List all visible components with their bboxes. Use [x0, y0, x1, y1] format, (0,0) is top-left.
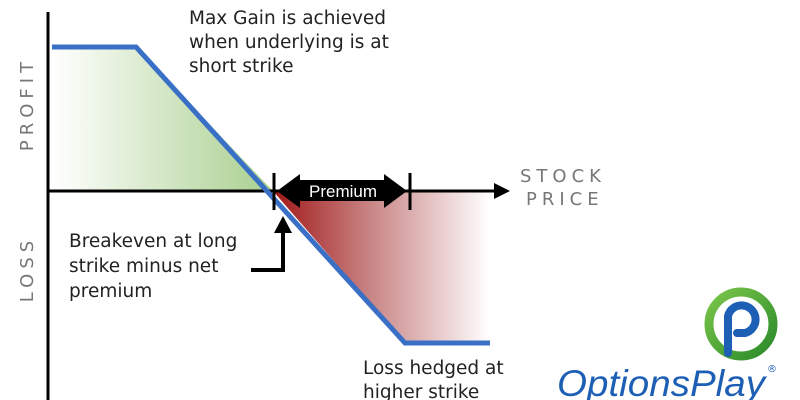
y-axis-profit-label: PROFIT [17, 57, 38, 151]
brand-name: OptionsPlay [557, 363, 768, 400]
loss-line-2: higher strike [363, 382, 479, 400]
breakeven-pointer-arrow [251, 216, 292, 272]
loss-region [273, 191, 490, 343]
breakeven-line-2: strike minus net [69, 256, 218, 277]
premium-indicator: Premium [272, 173, 412, 210]
x-axis-arrowhead [494, 183, 510, 199]
optionsplay-emblem-icon [704, 287, 778, 361]
max-gain-annotation: Max Gain is achieved when underlying is … [189, 8, 395, 77]
breakeven-line-1: Breakeven at long [69, 231, 237, 252]
optionsplay-logo: OptionsPlay ® [557, 287, 778, 400]
registered-mark: ® [767, 364, 777, 375]
breakeven-annotation: Breakeven at long strike minus net premi… [69, 231, 243, 302]
max-gain-line-3: short strike [189, 56, 294, 77]
max-gain-line-1: Max Gain is achieved [189, 8, 386, 29]
premium-label: Premium [309, 182, 377, 201]
loss-line-1: Loss hedged at [363, 358, 504, 379]
loss-annotation: Loss hedged at higher strike [363, 358, 510, 400]
x-axis-label-line-2: PRICE [526, 189, 604, 210]
max-gain-line-2: when underlying is at [189, 32, 389, 53]
profit-region [52, 47, 273, 191]
x-axis-label-line-1: STOCK [520, 166, 606, 187]
payoff-line [52, 44, 490, 346]
breakeven-line-3: premium [69, 281, 152, 302]
y-axis-loss-label: LOSS [17, 236, 38, 302]
